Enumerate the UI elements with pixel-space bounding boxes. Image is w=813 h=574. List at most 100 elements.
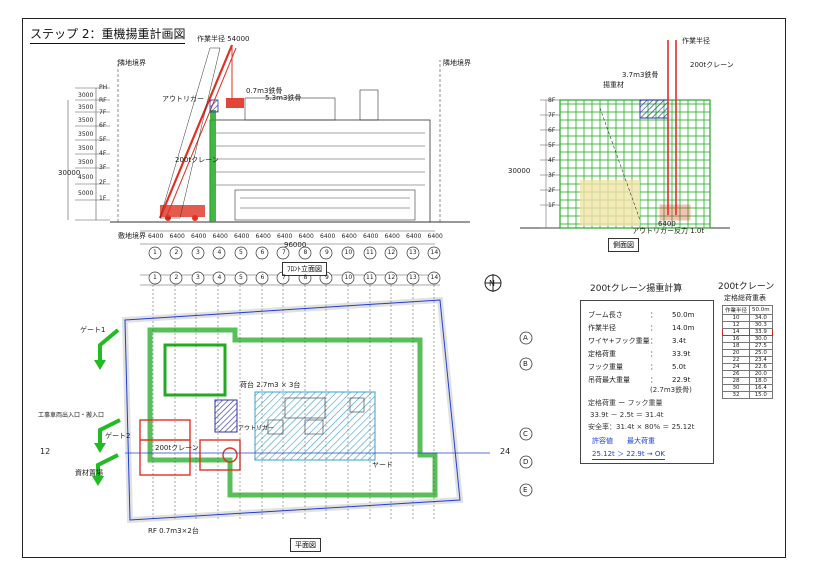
floor-label: 5F: [99, 136, 107, 143]
side-crane-label: 200tクレーン: [690, 61, 734, 69]
plan-crane-label: 200tクレーン: [155, 444, 199, 452]
calc-note: (2.7m3鉄骨): [650, 386, 692, 394]
total-span-elev: 96000: [284, 241, 307, 249]
grid-mark: 14: [430, 274, 439, 281]
plan-cage-label: 荷台 2.7m3 × 3台: [240, 381, 301, 389]
grid-mark: 2: [174, 274, 179, 281]
span-value: 6400: [212, 233, 228, 240]
floor-height: 3500: [78, 131, 94, 138]
grid-mark: 7: [282, 274, 286, 281]
capacity-cell: 28: [721, 377, 751, 385]
grid-mark: 10: [344, 274, 353, 281]
entry-label: 工事車両出入口・搬入口: [38, 412, 105, 419]
capacity-cell: 32: [721, 391, 751, 399]
floor-label: 1F: [99, 195, 107, 202]
floor-height: 5000: [78, 190, 94, 197]
span-value: 6400: [169, 233, 185, 240]
capacity-cell: 20.0: [749, 370, 773, 378]
side-floor: 8F: [548, 97, 556, 104]
plan-dim-left: 12: [40, 447, 51, 456]
capacity-cell: 18.0: [749, 377, 773, 385]
span-value: 6400: [191, 233, 207, 240]
calc-value: 33.9t: [672, 350, 691, 358]
grid-mark: 7: [282, 249, 286, 256]
gate2-label: ゲート2: [105, 432, 131, 440]
north-label: N: [489, 279, 495, 288]
grid-mark: 1: [153, 274, 157, 281]
plan-outrigger-label: アウトリガー: [238, 425, 275, 432]
span-value: 6400: [427, 233, 443, 240]
axis-mark: A: [523, 334, 528, 342]
left-boundary-label: 隣地境界: [118, 59, 146, 67]
floor-label: 4F: [99, 150, 107, 157]
floor-label: 6F: [99, 122, 107, 129]
grid-mark: 4: [217, 249, 222, 256]
calc-title: 200tクレーン揚重計算: [590, 284, 683, 294]
side-total-height: 30000: [508, 167, 531, 175]
gate1-label: ゲート1: [80, 326, 106, 334]
axis-mark: C: [523, 430, 528, 438]
floor-height: 3500: [78, 117, 94, 124]
calc-colon: ：: [650, 350, 657, 358]
lift-label-elev: 5.3m3鉄骨: [265, 94, 302, 102]
site-plan: [92, 274, 533, 524]
calc-formula-4: 許容値 最大荷重: [592, 437, 655, 445]
capacity-cell: 33.9: [749, 328, 773, 336]
grid-mark: 8: [303, 274, 308, 281]
elevation-caption: ﾌﾛﾝﾄ立面図: [282, 262, 327, 276]
calc-value: 5.0t: [672, 363, 686, 371]
calc-formula-3: 安全率：31.4t × 80% ＝ 25.12t: [588, 423, 695, 431]
capacity-cell: 23.4: [749, 356, 773, 364]
span-value: 6400: [406, 233, 422, 240]
calc-value: 22.9t: [672, 376, 691, 384]
capacity-head-cell: 50.0m: [749, 305, 773, 315]
grid-mark: 10: [344, 249, 353, 256]
plan-dim-right: 24: [500, 447, 511, 456]
grid-mark: 13: [409, 274, 417, 281]
calc-colon: ：: [650, 311, 657, 319]
span-value: 6400: [363, 233, 379, 240]
sheet-frame: [22, 18, 786, 558]
calc-formula-2: 33.9t － 2.5t ＝ 31.4t: [590, 411, 664, 419]
capacity-cell: 22.6: [749, 363, 773, 371]
radius-label: 作業半径 54000: [197, 35, 250, 43]
grid-mark: 13: [409, 249, 417, 256]
floor-scale: [67, 87, 110, 221]
entry-arrows: [96, 328, 121, 478]
side-floor: 2F: [548, 187, 556, 194]
side-jib-label: 作業半径: [682, 37, 710, 45]
span-dimensions: [140, 230, 435, 245]
grid-mark: 6: [260, 274, 265, 281]
side-floor: 1F: [548, 202, 556, 209]
side-cage-label: 3.7m3鉄骨: [622, 71, 659, 79]
calc-value: 3.4t: [672, 337, 686, 345]
ground-label-elev: 敷地境界: [118, 232, 146, 240]
floor-label: 2F: [99, 179, 107, 186]
capacity-cell: 30.3: [749, 321, 773, 329]
floor-height: 3500: [78, 104, 94, 111]
axis-mark: D: [523, 458, 529, 466]
calc-colon: ：: [650, 363, 657, 371]
floor-label: 3F: [99, 164, 107, 171]
side-floor: 3F: [548, 172, 556, 179]
capacity-cell: 12: [721, 321, 751, 329]
capacity-title: 200tクレーン: [718, 282, 775, 292]
span-value: 6400: [384, 233, 400, 240]
grid-mark: 4: [217, 274, 222, 281]
span-value: 6400: [298, 233, 314, 240]
axis-mark: B: [523, 360, 528, 368]
grid-mark: 8: [303, 249, 308, 256]
calc-colon: ：: [650, 324, 657, 332]
grid-mark: 3: [196, 274, 200, 281]
capacity-cell: 14: [721, 328, 751, 336]
